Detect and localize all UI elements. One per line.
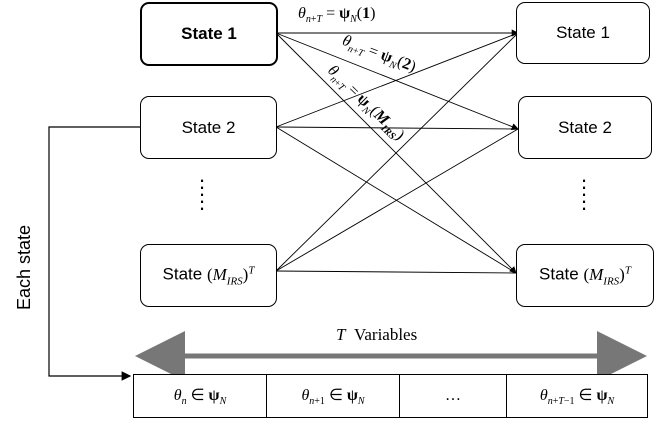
- variables-label: T Variables: [336, 325, 418, 344]
- edge-s1-r2: [275, 32, 519, 131]
- edge-sm-r3: [275, 270, 517, 274]
- left-state-1: State 1: [140, 2, 278, 66]
- left-state-2: State 2: [140, 96, 277, 159]
- left-state-m-label: State (MIRS)T: [162, 263, 255, 288]
- edge-s2-r3: [275, 126, 517, 274]
- left-state-2-label: State 2: [181, 117, 236, 137]
- left-state-m: State (MIRS)T: [140, 244, 277, 307]
- edge-sm-r2: [275, 128, 519, 272]
- edge-s2-r1: [275, 32, 519, 128]
- right-state-m-label: State (MIRS)T: [539, 263, 631, 288]
- left-vdots: ·····: [198, 167, 206, 220]
- variable-cell-last: θn+T−1 ∈ ψN: [506, 374, 648, 418]
- left-state-1-label: State 1: [181, 24, 237, 43]
- right-state-1-label: State 1: [556, 23, 610, 42]
- side-connector: [48, 126, 140, 381]
- each-state-label: Each state: [14, 224, 34, 310]
- variable-cell-1: θn ∈ ψN: [133, 374, 267, 418]
- right-vdots: ·····: [580, 167, 588, 220]
- right-state-2: State 2: [518, 96, 652, 159]
- ellipsis-text: …: [445, 387, 461, 404]
- edge-label-1: θn+T = ψN(1): [298, 5, 376, 26]
- variable-cell-ellipsis: …: [399, 374, 507, 418]
- right-state-2-label: State 2: [558, 117, 612, 137]
- variable-cell-2: θn+1 ∈ ψN: [266, 374, 400, 418]
- right-state-1: State 1: [516, 2, 650, 64]
- edge-sm-r1: [275, 32, 519, 272]
- right-state-m: State (MIRS)T: [516, 244, 654, 307]
- edge-s2-r2: [275, 126, 519, 130]
